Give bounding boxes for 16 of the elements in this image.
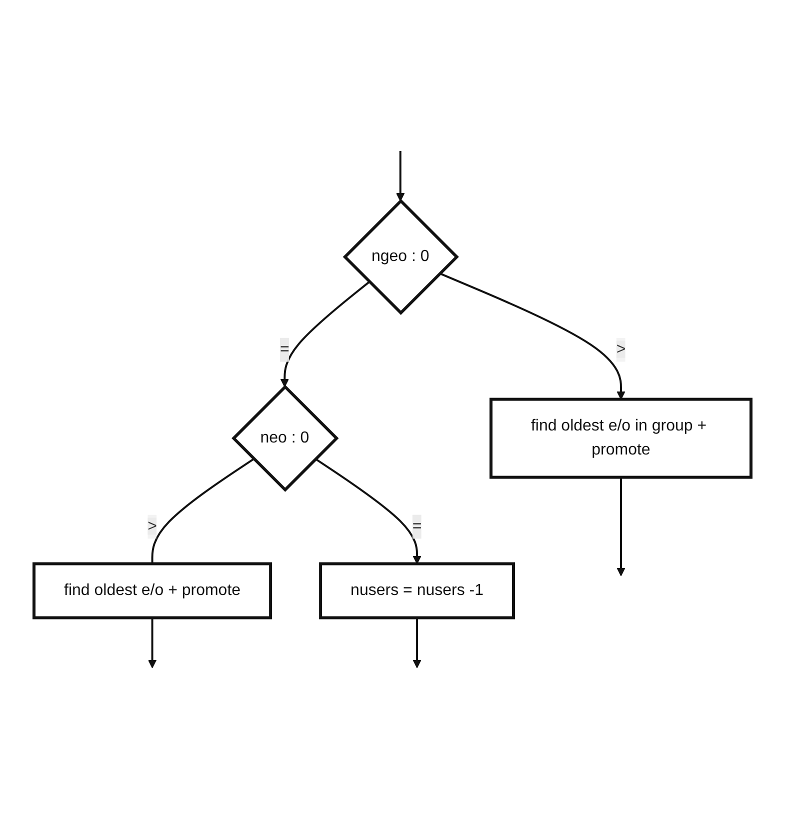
edge-label: =: [412, 517, 422, 534]
node-box: find oldest e/o + promote: [32, 562, 272, 619]
arrow: [412, 617, 422, 668]
edge-label: =: [280, 340, 290, 358]
arrow: [396, 150, 405, 202]
arrow: [280, 280, 370, 387]
node-box: nusers = nusers -1: [319, 562, 515, 619]
arrow: [148, 617, 157, 668]
arrow: [616, 476, 626, 576]
node-diamond: neo : 0: [232, 384, 339, 492]
connector: [151, 458, 254, 564]
node-box: find oldest e/o in group + promote: [490, 397, 752, 478]
arrow: [314, 458, 422, 564]
edge-label: >: [148, 517, 157, 534]
edge-label: >: [616, 340, 626, 358]
node-diamond: ngeo : 0: [342, 198, 459, 315]
